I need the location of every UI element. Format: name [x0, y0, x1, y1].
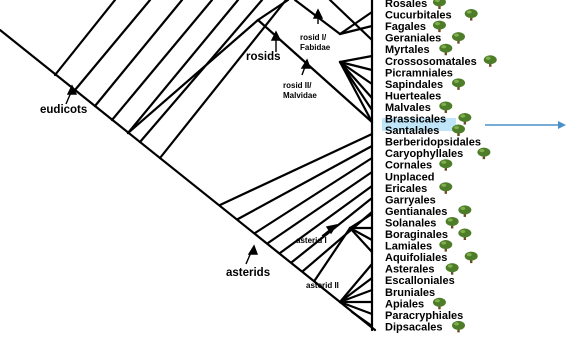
order-row: Cucurbitales: [385, 9, 478, 22]
tree-icon: [452, 320, 465, 333]
order-row: Sapindales: [385, 78, 465, 91]
order-label-paracryphiales: Paracryphiales: [385, 310, 463, 322]
clade-label-rosids: rosids: [246, 51, 281, 63]
order-row: Unplaced: [385, 171, 435, 183]
tree-icon: [445, 216, 459, 229]
order-label-asterales: Asterales: [385, 264, 435, 276]
order-label-brassicales: Brassicales: [385, 114, 446, 126]
brassicales-highlight: [382, 118, 456, 131]
order-row: Santalales: [385, 124, 465, 137]
order-label-caryophyllales: Caryophyllales: [385, 148, 463, 160]
order-label-sapindales: Sapindales: [385, 79, 443, 91]
tree-icon: [452, 124, 465, 137]
clade-label-asterid-one: asterid I: [296, 236, 327, 245]
order-label-myrtales: Myrtales: [385, 44, 430, 56]
clade-label-rosid-two-line2: Malvidae: [283, 91, 317, 100]
order-label-bruniales: Bruniales: [385, 287, 435, 299]
order-row: Boraginales: [385, 228, 472, 241]
order-row: Dipsacales: [385, 320, 465, 333]
order-label-geraniales: Geraniales: [385, 33, 441, 45]
order-label-boraginales: Boraginales: [385, 229, 448, 241]
order-row: Rosales: [385, 0, 446, 10]
tree-icon: [439, 43, 453, 56]
tree-icon: [445, 263, 459, 275]
order-label-berberidopsidales: Berberidopsidales: [385, 137, 481, 149]
clade-label-rosid-one-line1: rosid I/: [300, 33, 327, 42]
tree-icon: [452, 78, 465, 90]
order-row: Lamiales: [385, 240, 453, 253]
order-label-gentianales: Gentianales: [385, 206, 447, 218]
tree-icon: [432, 20, 446, 33]
tree-branches: [0, 0, 377, 332]
clade-label-asterids: asterids: [226, 267, 270, 279]
order-label-huerteales: Huerteales: [385, 90, 441, 102]
order-row: Solanales: [385, 216, 459, 229]
order-row: Gentianales: [385, 205, 472, 218]
tree-icon: [432, 0, 446, 9]
order-row: Apiales: [385, 297, 446, 310]
tree-icon: [477, 147, 491, 160]
tree-icon: [432, 297, 446, 310]
order-row: Caryophyllales: [385, 147, 491, 160]
order-label-cucurbitales: Cucurbitales: [385, 10, 452, 22]
order-row: Myrtales: [385, 43, 453, 56]
order-row: Garryales: [385, 194, 436, 206]
tree-icon: [458, 205, 472, 217]
clade-label-rosid-two-line1: rosid II/: [283, 81, 312, 90]
order-row: Berberidopsidales: [385, 137, 481, 149]
clade-label-rosid-one-line2: Fabidae: [300, 43, 331, 52]
tree-icon: [439, 101, 453, 113]
order-label-escalloniales: Escalloniales: [385, 275, 455, 287]
order-row: Geraniales: [385, 32, 465, 45]
order-list: RosalesCucurbitalesFagalesGeranialesMyrt…: [385, 0, 497, 333]
tree-icon: [452, 32, 465, 44]
tree-icon: [439, 159, 453, 171]
order-label-rosales: Rosales: [385, 0, 427, 10]
order-row: Aquifoliales: [385, 251, 478, 264]
order-label-malvales: Malvales: [385, 102, 431, 114]
tree-icon: [458, 228, 472, 240]
order-label-picramniales: Picramniales: [385, 67, 453, 79]
order-label-cornales: Cornales: [385, 160, 432, 172]
brassicales-pointer-arrow: [485, 121, 566, 129]
order-label-solanales: Solanales: [385, 217, 436, 229]
tree-icon: [483, 55, 497, 67]
order-row: Malvales: [385, 101, 453, 114]
order-row: Huerteales: [385, 90, 441, 102]
tree-icon: [458, 113, 472, 125]
order-row: Bruniales: [385, 287, 435, 299]
order-row: Paracryphiales: [385, 310, 463, 322]
clade-pointer-arrows: [65, 8, 338, 265]
order-label-fagales: Fagales: [385, 21, 426, 33]
order-row: Ericales: [385, 182, 453, 195]
order-row: Cornales: [385, 159, 453, 172]
order-label-garryales: Garryales: [385, 194, 436, 206]
tree-icon: [464, 251, 478, 264]
tree-icon: [464, 9, 478, 21]
clade-label-asterid-two: asterid II: [306, 281, 339, 290]
order-row: Crossosomatales: [385, 55, 497, 68]
order-label-santalales: Santalales: [385, 125, 439, 137]
order-label-apiales: Apiales: [385, 298, 424, 310]
order-label-dipsacales: Dipsacales: [385, 321, 442, 333]
order-row: Asterales: [385, 263, 459, 276]
order-label-aquifoliales: Aquifoliales: [385, 252, 447, 264]
order-label-ericales: Ericales: [385, 183, 427, 195]
order-row: Brassicales: [385, 113, 472, 126]
order-row: Picramniales: [385, 67, 453, 79]
order-label-unplaced: Unplaced: [385, 171, 435, 183]
tree-icon: [439, 182, 453, 194]
order-row: Fagales: [385, 20, 446, 33]
order-row: Escalloniales: [385, 275, 455, 287]
order-label-crossosomatales: Crossosomatales: [385, 56, 477, 68]
order-label-lamiales: Lamiales: [385, 241, 432, 253]
clade-label-eudicots: eudicots: [40, 104, 87, 116]
tree-icon: [439, 240, 453, 252]
